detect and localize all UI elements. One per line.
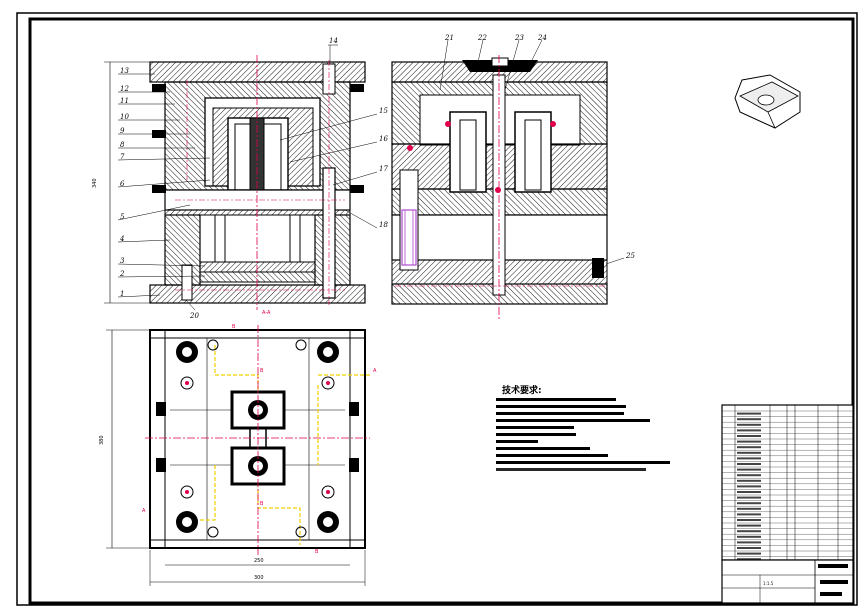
plan-label-b-lower: B xyxy=(260,501,264,507)
parts-list-entry-mark xyxy=(737,446,761,449)
parts-list-entry-mark xyxy=(737,451,761,454)
callout-9: 9 xyxy=(120,127,125,135)
callout-15: 15 xyxy=(379,107,388,115)
parts-list-entry-mark xyxy=(737,423,761,426)
plan-label-b-top: B xyxy=(232,324,236,330)
top-callouts: 14 15 16 17 18 20 xyxy=(185,37,388,320)
parts-list-entry-mark xyxy=(737,479,761,482)
parts-list-entry-mark xyxy=(737,474,761,477)
section-label-aa: A-A xyxy=(262,310,271,316)
callout-13: 13 xyxy=(120,67,129,75)
callout-21: 21 xyxy=(444,34,454,42)
callout-3: 3 xyxy=(120,257,125,265)
callout-17: 17 xyxy=(379,165,388,173)
parts-list-entry-mark xyxy=(737,507,761,510)
callout-6: 6 xyxy=(120,180,125,188)
callout-12: 12 xyxy=(120,85,129,93)
title-scale: 1:1.5 xyxy=(763,581,774,586)
front-section-view: 340 13 12 11 10 9 8 7 6 5 4 3 xyxy=(92,37,388,320)
parts-list-entry-mark xyxy=(737,541,761,544)
plan-view: B A B A B B 380 250 300 xyxy=(99,324,377,586)
callout-25: 25 xyxy=(625,252,635,260)
tech-requirements-title: 技术要求: xyxy=(502,384,542,396)
callout-2: 2 xyxy=(119,270,125,278)
parts-list-entry-mark xyxy=(737,429,761,432)
title-block: 1:1.5 xyxy=(721,559,854,604)
plan-label-b-bottom: B xyxy=(315,549,319,555)
parts-list-entry-mark xyxy=(737,530,761,533)
callout-14: 14 xyxy=(329,37,338,45)
parts-list-entry-mark xyxy=(737,519,761,521)
callout-5: 5 xyxy=(120,213,125,221)
parts-list-entry-mark xyxy=(737,547,761,549)
parts-list-entry-mark xyxy=(737,440,761,443)
plan-label-a-left: A xyxy=(142,508,146,514)
parts-list-entry-mark xyxy=(737,435,761,437)
parts-list-entry-mark xyxy=(737,513,761,516)
callout-16: 16 xyxy=(379,135,388,143)
callout-20: 20 xyxy=(189,312,199,320)
callout-23: 23 xyxy=(514,34,524,42)
parts-list-entry-mark xyxy=(737,496,761,499)
dimension-380: 380 xyxy=(99,435,105,445)
callout-4: 4 xyxy=(119,235,124,243)
technical-requirements: 技术要求: xyxy=(496,384,670,471)
parts-list xyxy=(721,404,854,561)
dimension-250: 250 xyxy=(254,558,264,564)
parts-list-entry-mark xyxy=(737,552,761,555)
bottom-clamp-plate xyxy=(149,284,366,304)
callout-24: 24 xyxy=(537,34,547,42)
dimension-300: 300 xyxy=(254,575,264,581)
parts-list-entry-mark xyxy=(737,468,761,471)
left-callouts: 13 12 11 10 9 8 7 6 5 4 3 2 1 xyxy=(117,67,211,298)
callout-18: 18 xyxy=(379,221,388,229)
parts-list-entry-mark xyxy=(737,535,761,538)
parts-list-entry-mark xyxy=(737,491,761,493)
callout-7: 7 xyxy=(120,153,125,161)
parts-list-entry-mark xyxy=(737,502,761,505)
inner-border xyxy=(28,17,855,605)
parts-list-entry-mark xyxy=(737,418,761,421)
callout-11: 11 xyxy=(120,97,129,105)
parts-list-entry-mark xyxy=(737,558,761,561)
callout-10: 10 xyxy=(120,113,129,121)
parts-list-entry-mark xyxy=(737,457,761,460)
parts-list-entry-mark xyxy=(737,485,761,488)
callout-8: 8 xyxy=(120,141,125,149)
parts-list-entry-mark xyxy=(737,412,761,415)
callout-22: 22 xyxy=(477,34,487,42)
side-section-view: 21 22 23 24 25 xyxy=(391,34,635,320)
plan-label-a-right: A xyxy=(373,368,377,374)
part-isometric xyxy=(734,74,801,129)
plan-label-b-inner: B xyxy=(260,368,264,374)
dimension-340: 340 xyxy=(92,178,98,188)
callout-1: 1 xyxy=(120,290,124,298)
parts-list-entry-mark xyxy=(737,524,761,527)
parts-list-entry-mark xyxy=(737,463,761,465)
outer-border xyxy=(16,12,858,606)
